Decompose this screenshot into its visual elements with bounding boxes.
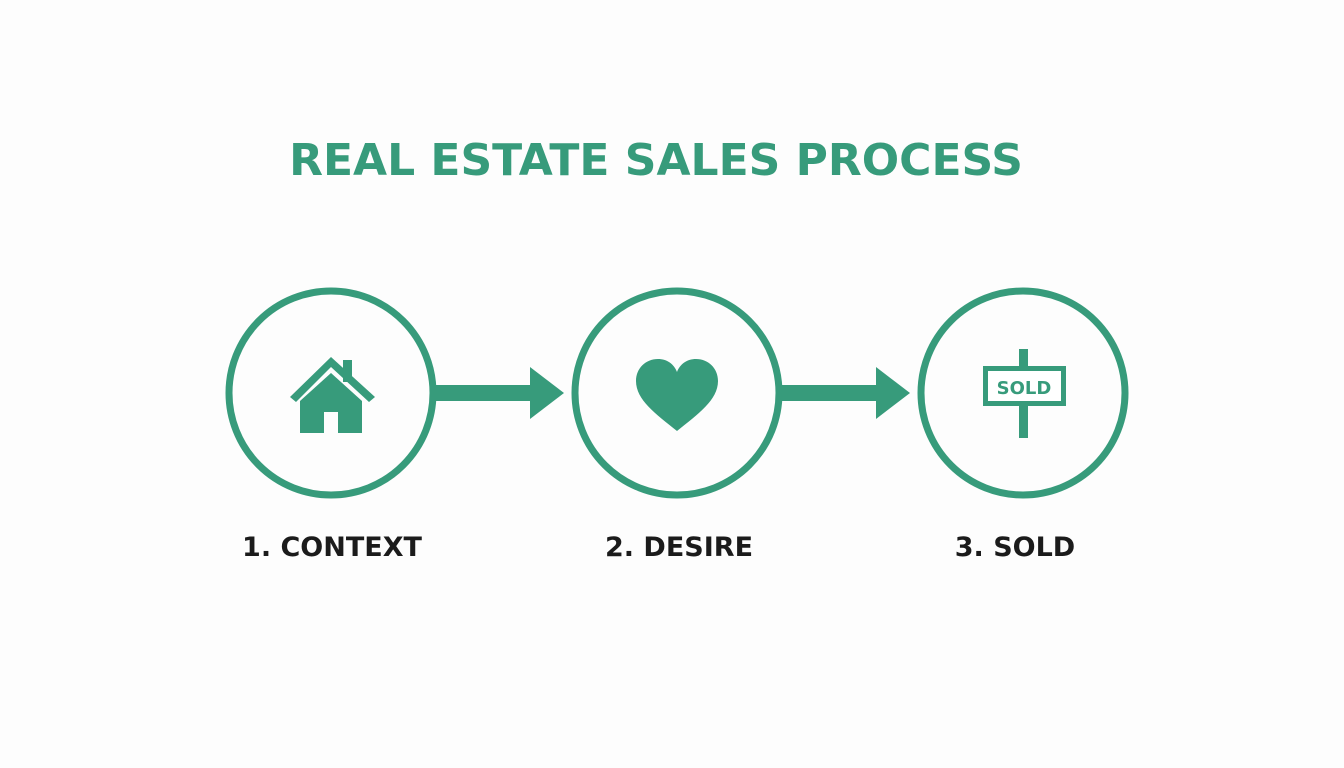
step-3-label: 3. SOLD	[954, 532, 1076, 563]
step-2-circle	[571, 287, 783, 499]
step-1-circle	[225, 287, 437, 499]
heart-icon	[636, 359, 718, 431]
house-icon	[290, 357, 375, 433]
sold-sign-text: SOLD	[997, 378, 1052, 399]
arrow-2-icon	[780, 367, 910, 419]
step-1-label: 1. CONTEXT	[242, 532, 422, 563]
arrow-1-icon	[434, 367, 564, 419]
step-3-circle	[917, 287, 1129, 499]
diagram-title: REAL ESTATE SALES PROCESS	[289, 135, 1023, 186]
sold-sign-icon: SOLD	[983, 349, 1066, 438]
step-2-label: 2. DESIRE	[604, 532, 754, 563]
